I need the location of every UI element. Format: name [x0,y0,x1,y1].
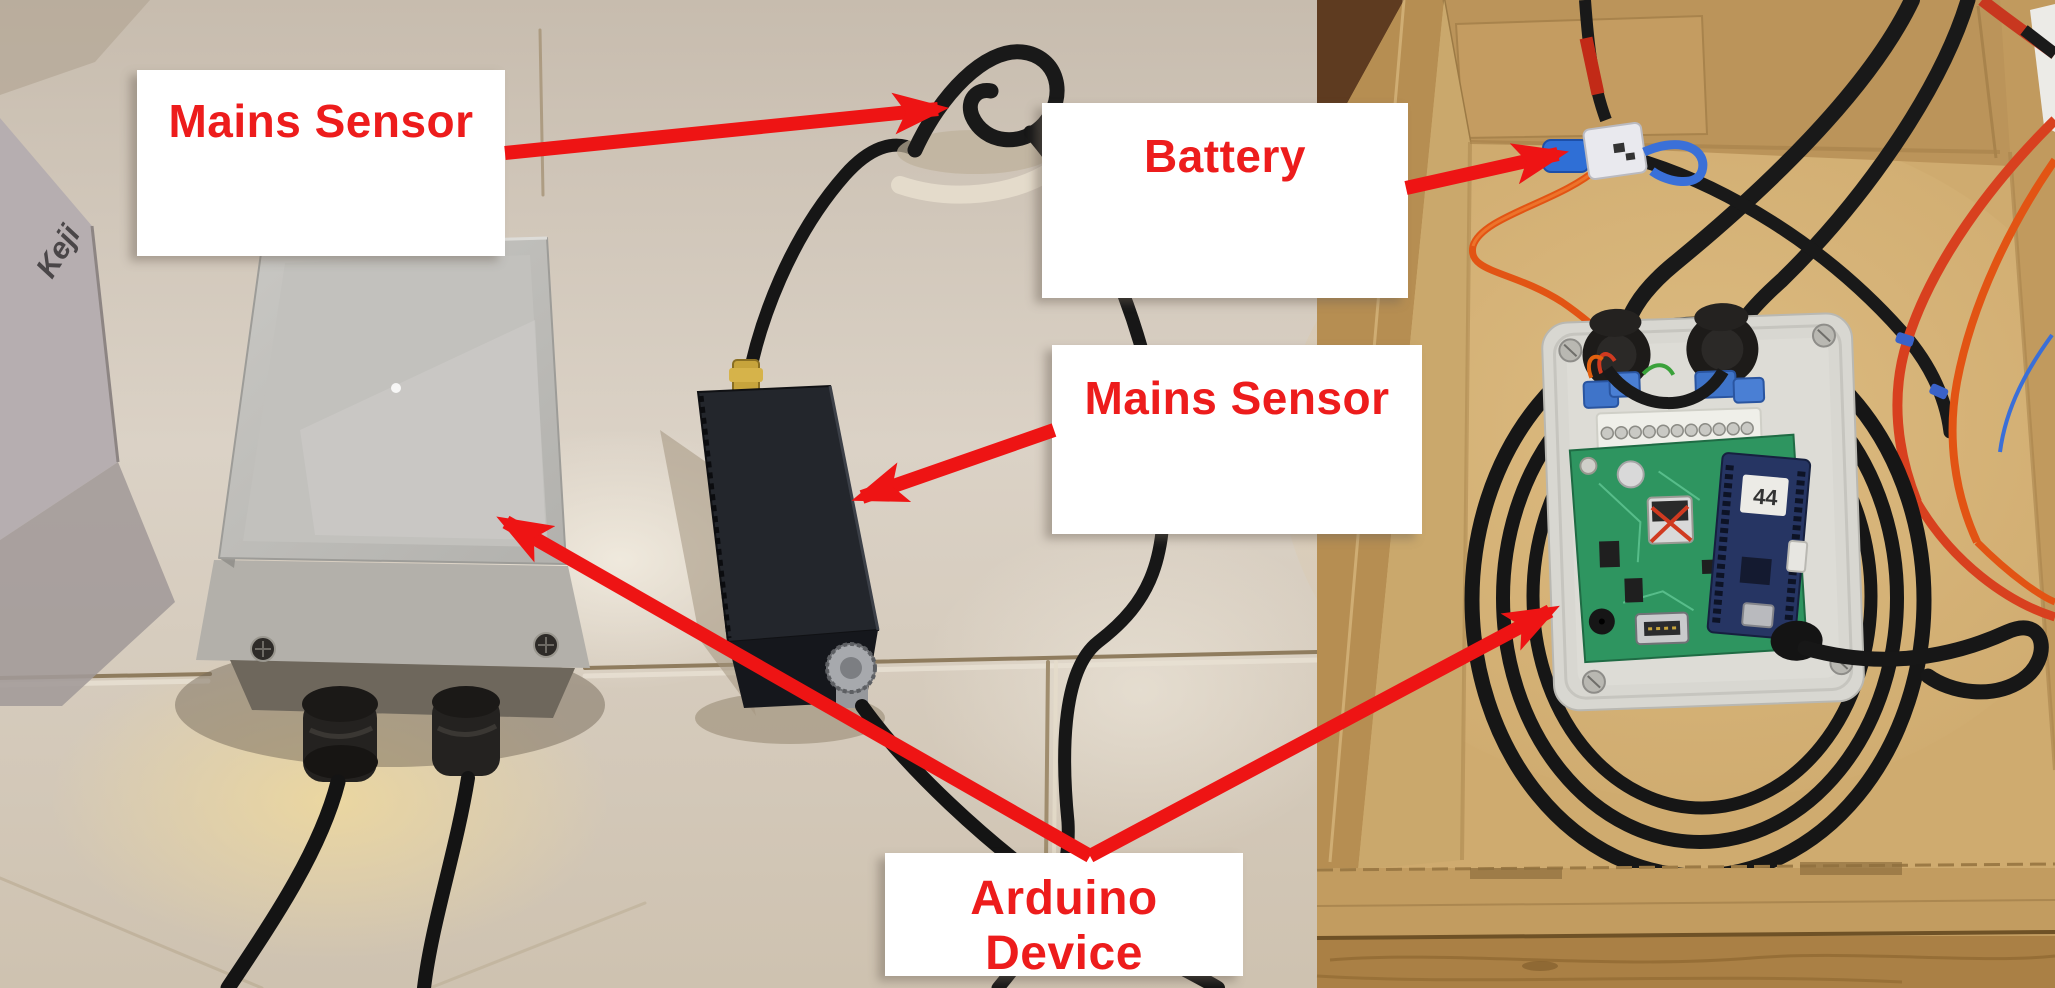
keji-box: Keji [0,118,175,706]
box-front-flap [1316,862,2055,938]
terminal-connectors [1582,352,1766,409]
arduino-nano-board: 44 [1706,452,1812,641]
micro-usb-port [1741,602,1775,629]
enclosure-screws [1558,323,1854,694]
label-mains-sensor-middle: Mains Sensor [1052,345,1422,534]
blue-wire-loop [1642,140,1708,187]
black-cable-top [2020,25,2055,59]
sma-nut [729,368,763,382]
transistor [1599,540,1620,568]
arduino-sticker-text: 44 [1752,483,1779,510]
tile-shadow-corner [0,0,150,95]
case-screw [250,636,276,662]
gland-cable [417,771,475,988]
flash-highlight [920,520,1360,860]
relay [1646,495,1694,545]
mcu-chip [1739,556,1772,586]
case-screw [533,632,559,658]
lid-highlight-dot [391,383,401,393]
orange-wires [1469,116,2055,622]
usb-a-port [1634,611,1690,646]
label-text: Mains Sensor [168,95,474,147]
label-text: Mains Sensor [1084,372,1390,424]
project-box-left-photo [196,236,590,718]
jst-connector [1786,539,1809,573]
label-battery: Battery [1042,103,1408,298]
label-mains-sensor-top: Mains Sensor [137,70,505,256]
arduino-sticker [1740,474,1789,517]
label-text: Arduino Device [970,872,1158,980]
enclosure-gland [1686,303,1759,386]
thick-cable [1614,0,1920,358]
exit-cable-hook [1797,620,2049,700]
cable-gland [432,686,500,776]
arduino-enclosure-open: 44 [1541,303,1865,712]
transistor [1624,578,1644,603]
wood-floor-bottom [1316,930,2055,988]
cable-gland [302,686,378,782]
label-arduino-device: Arduino Device [885,853,1243,980]
label-text: Battery [1143,130,1306,182]
gland-cable [220,774,346,988]
capacitor [1616,460,1645,489]
